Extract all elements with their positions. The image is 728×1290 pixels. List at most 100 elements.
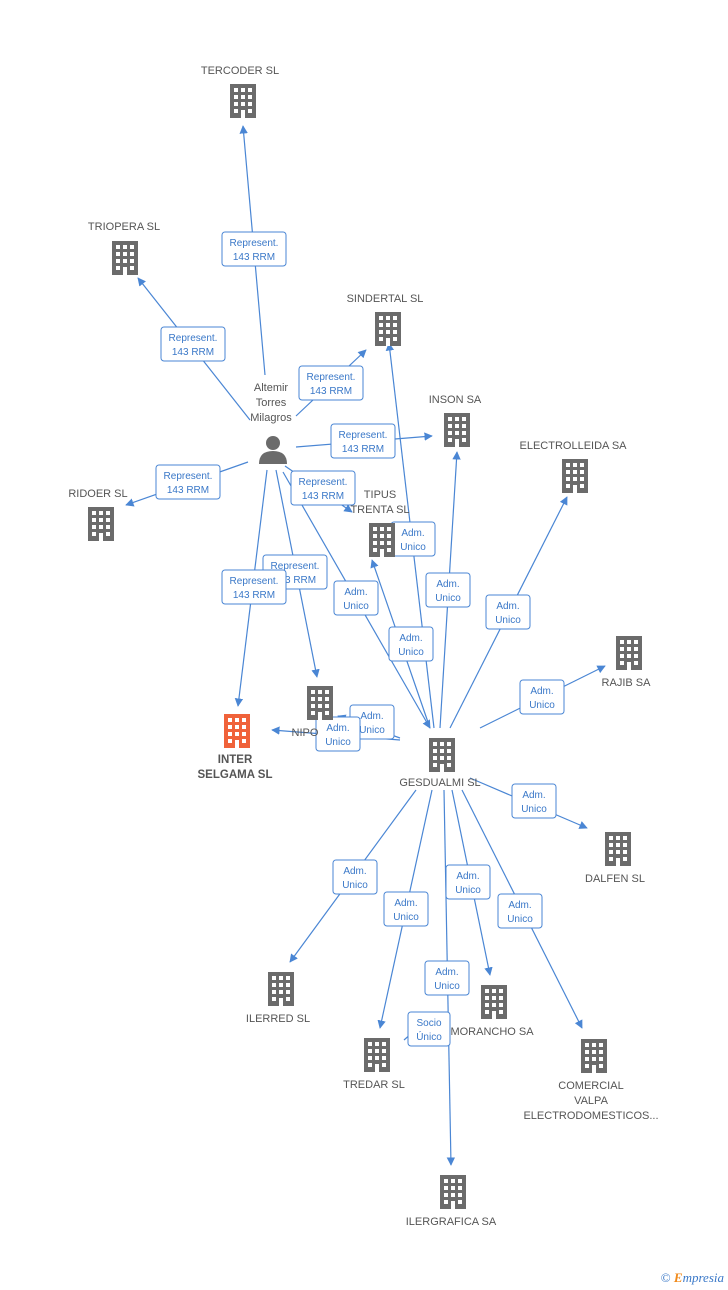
relation-badge-adm-unico[interactable]: Adm.Unico (349, 704, 395, 740)
badge-box (497, 893, 543, 929)
node-nipo[interactable]: NIPO (292, 686, 333, 739)
node-label: INTER (218, 754, 253, 766)
node-label: NIPO (292, 727, 319, 739)
badge-text: Adm. (456, 871, 479, 882)
relation-badge-adm-unico[interactable]: Adm. Unico (388, 626, 434, 662)
badge-box (298, 365, 364, 401)
relation-badge-adm-unico[interactable]: Adm. Unico (425, 572, 471, 608)
building-icon (88, 507, 114, 541)
relation-badge-adm-unico[interactable]: Adm.Unico (424, 960, 470, 996)
building-icon (369, 523, 395, 557)
relation-badge-adm-unico[interactable]: Adm.Unico (485, 594, 531, 630)
node-tercoder[interactable]: TERCODER SL (201, 65, 279, 118)
badge-box (330, 423, 396, 459)
node-label: INSON SA (429, 394, 482, 406)
building-icon (307, 686, 333, 720)
node-electrolleida[interactable]: ELECTROLLEIDA SA (520, 440, 628, 493)
relation-badge-adm-unico[interactable]: Adm.Unico (390, 521, 436, 557)
badge-text: Adm. (326, 723, 349, 734)
node-label: VALPA (574, 1095, 608, 1107)
relation-badge-represent[interactable]: Represent.143 RRM (330, 423, 396, 459)
node-comercial[interactable]: COMERCIALVALPAELECTRODOMESTICOS... (523, 1039, 659, 1122)
building-icon (444, 413, 470, 447)
node-label: DALFEN SL (585, 873, 645, 885)
badge-text: Unico (400, 542, 426, 553)
badge-text: Adm. (530, 686, 553, 697)
badge-text: Adm. (436, 579, 459, 590)
badge-text: Unico (343, 601, 369, 612)
relation-badge-adm-unico[interactable]: Adm. Unico (383, 891, 429, 927)
relation-badge-represent[interactable]: Represent.143 RRM (155, 464, 221, 500)
badge-text: Unico (393, 912, 419, 923)
badge-text: Unico (529, 700, 555, 711)
empresia-logo[interactable]: © Empresia (661, 1270, 724, 1286)
relation-badge-adm-unico[interactable]: Adm.Unico (497, 893, 543, 929)
node-dalfen[interactable]: DALFEN SL (585, 832, 645, 885)
badge-text: Adm. (399, 633, 422, 644)
brand-initial: E (673, 1270, 683, 1285)
person-icon (259, 436, 287, 464)
relation-badge-adm-unico[interactable]: Adm.Unico (333, 580, 379, 616)
node-label: RIDOER SL (68, 488, 127, 500)
badge-text: 143 RRM (274, 575, 316, 586)
relation-badge-represent[interactable]: Represent.143 RRM (221, 231, 287, 267)
node-tredar[interactable]: TREDAR SL (343, 1038, 405, 1091)
relation-badge-represent[interactable]: Represent.143 RRM (160, 326, 226, 362)
badge-text: Represent. (164, 471, 213, 482)
building-icon (605, 832, 631, 866)
badge-text: Represent. (271, 561, 320, 572)
relation-badge-adm-unico[interactable]: Adm.Unico (315, 716, 361, 752)
node-ilerred[interactable]: ILERRED SL (246, 972, 310, 1025)
node-label: TERCODER SL (201, 65, 279, 77)
badge-box (383, 891, 429, 927)
badge-text: Represent. (169, 333, 218, 344)
badge-text: Adm. (343, 866, 366, 877)
relation-badge-adm-unico[interactable]: Adm. Unico (519, 679, 565, 715)
node-label: ILERGRAFICA SA (406, 1216, 497, 1228)
node-label: ILERRED SL (246, 1013, 310, 1025)
node-ridoer[interactable]: RIDOER SL (68, 488, 128, 541)
badge-text: Unico (495, 615, 521, 626)
node-morancho[interactable]: MORANCHO SA (450, 985, 534, 1038)
relation-badge-adm-unico[interactable]: Adm.Unico (332, 859, 378, 895)
badge-text: Adm. (522, 790, 545, 801)
badge-text: Unico (521, 804, 547, 815)
badge-box (290, 470, 356, 506)
badge-box (445, 864, 491, 900)
building-icon (375, 312, 401, 346)
node-triopera[interactable]: TRIOPERA SL (88, 221, 160, 275)
node-ilergrafica[interactable]: ILERGRAFICA SA (406, 1175, 497, 1228)
badge-box (407, 1011, 451, 1047)
node-rajib[interactable]: RAJIB SA (602, 636, 652, 689)
badge-text: Socio (416, 1018, 441, 1029)
node-gesdualmi[interactable]: GESDUALMI SL (399, 738, 481, 789)
badge-box (155, 464, 221, 500)
badge-text: Unico (455, 885, 481, 896)
node-sindertal[interactable]: SINDERTAL SL (347, 293, 424, 346)
node-label: COMERCIAL (558, 1080, 623, 1092)
relation-badge-represent[interactable]: Represent.143 RRM (221, 569, 287, 605)
node-inson[interactable]: INSON SA (429, 394, 482, 447)
building-icon (230, 84, 256, 118)
brand-name: mpresia (682, 1270, 724, 1285)
badge-text: Adm. (394, 898, 417, 909)
node-label: GESDUALMI SL (399, 777, 480, 789)
relation-badge-adm-unico[interactable]: Adm. Unico (511, 783, 557, 819)
node-label: TIPUS (364, 489, 396, 501)
badge-text: Unico (398, 647, 424, 658)
badge-text: Unico (507, 914, 533, 925)
badge-box (221, 231, 287, 267)
badge-text: Unico (435, 593, 461, 604)
node-label: MORANCHO SA (450, 1026, 534, 1038)
relation-badge-represent[interactable]: Represent.143 RRM (298, 365, 364, 401)
relation-badge-represent[interactable]: Represent.143 RRM (290, 470, 356, 506)
badge-text: 143 RRM (342, 444, 384, 455)
badge-text: 143 RRM (302, 491, 344, 502)
relation-badge-adm-unico[interactable]: Adm. Unico (445, 864, 491, 900)
building-icon (224, 714, 250, 748)
badge-text: Único (416, 1030, 442, 1043)
